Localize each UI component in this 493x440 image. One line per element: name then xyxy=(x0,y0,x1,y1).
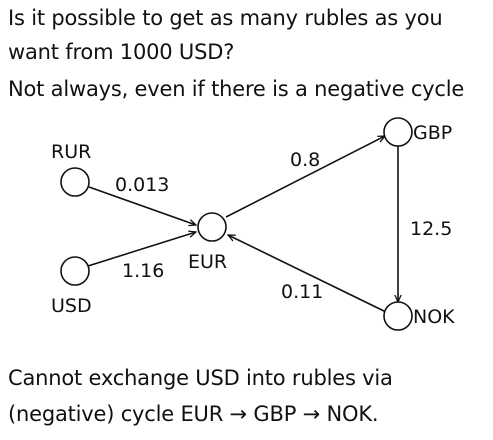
edge-weight-usd-eur: 1.16 xyxy=(122,260,164,282)
node-rur xyxy=(60,167,90,197)
node-label-rur: RUR xyxy=(51,141,91,163)
node-gbp xyxy=(383,117,413,147)
question-line-2: want from 1000 USD? xyxy=(8,40,235,64)
node-eur xyxy=(197,212,227,242)
edge-eur-gbp xyxy=(225,136,385,218)
node-label-gbp: GBP xyxy=(413,122,452,144)
node-nok xyxy=(383,301,413,331)
node-label-usd: USD xyxy=(51,295,92,317)
edge-weight-nok-eur: 0.11 xyxy=(281,281,323,303)
node-label-nok: NOK xyxy=(413,306,455,328)
edge-weight-rur-eur: 0.013 xyxy=(115,174,169,196)
edge-weight-eur-gbp: 0.8 xyxy=(290,149,320,171)
edge-usd-eur xyxy=(87,232,196,267)
edge-weight-gbp-nok: 12.5 xyxy=(410,218,452,240)
conclusion-line-1: Cannot exchange USD into rubles via xyxy=(8,366,393,390)
question-line-1: Is it possible to get as many rubles as … xyxy=(8,6,443,30)
edge-nok-eur xyxy=(228,234,387,313)
node-label-eur: EUR xyxy=(188,251,227,273)
conclusion-line-2: (negative) cycle EUR → GBP → NOK. xyxy=(8,402,379,426)
node-usd xyxy=(60,256,90,286)
edge-rur-eur xyxy=(88,186,196,225)
question-line-3: Not always, even if there is a negative … xyxy=(8,77,465,101)
